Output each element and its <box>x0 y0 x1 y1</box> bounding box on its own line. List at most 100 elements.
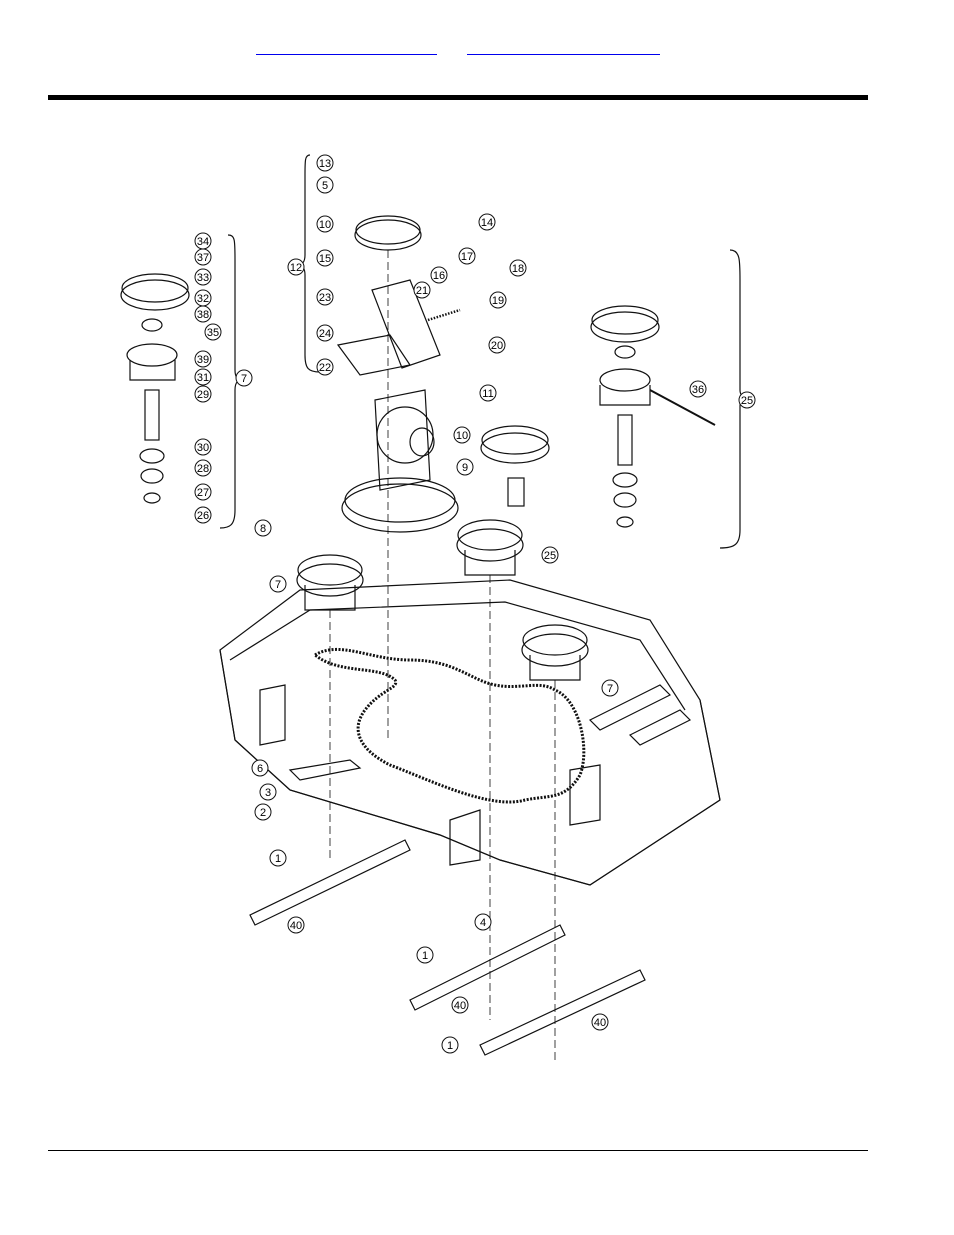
svg-text:15: 15 <box>319 253 331 265</box>
callout-1-center: 1 <box>417 947 433 963</box>
svg-text:40: 40 <box>290 920 302 932</box>
callout-19: 19 <box>490 292 506 308</box>
header-link-left[interactable] <box>256 42 437 55</box>
callout-18: 18 <box>510 260 526 276</box>
callout-35: 35 <box>205 324 221 340</box>
callout-7-deck: 7 <box>270 576 286 592</box>
callout-14: 14 <box>479 214 495 230</box>
svg-text:21: 21 <box>416 285 428 297</box>
callout-28: 28 <box>195 460 211 476</box>
callout-12: 12 <box>288 259 304 275</box>
svg-text:8: 8 <box>260 523 266 535</box>
svg-text:34: 34 <box>197 236 209 248</box>
callout-32: 32 <box>195 290 211 306</box>
svg-text:29: 29 <box>197 389 209 401</box>
callout-34: 34 <box>195 233 211 249</box>
diagram-svg: 1 1 1 2 3 4 5 6 7 7 7 8 9 10 10 11 12 13… <box>110 140 770 1080</box>
deck-linework <box>121 155 748 1060</box>
callout-21: 21 <box>414 282 430 298</box>
callout-33: 33 <box>195 269 211 285</box>
callout-10-right: 10 <box>454 427 470 443</box>
callout-11: 11 <box>480 385 496 401</box>
callout-5: 5 <box>317 177 333 193</box>
callout-6: 6 <box>252 760 268 776</box>
svg-text:3: 3 <box>265 787 271 799</box>
svg-text:37: 37 <box>197 252 209 264</box>
callout-26: 26 <box>195 507 211 523</box>
svg-text:40: 40 <box>594 1017 606 1029</box>
svg-text:28: 28 <box>197 463 209 475</box>
callout-20: 20 <box>489 337 505 353</box>
callout-29: 29 <box>195 386 211 402</box>
callout-2: 2 <box>255 804 271 820</box>
svg-text:24: 24 <box>319 328 331 340</box>
svg-text:2: 2 <box>260 807 266 819</box>
callout-37: 37 <box>195 249 211 265</box>
callout-17: 17 <box>459 248 475 264</box>
callout-39: 39 <box>195 351 211 367</box>
header-links <box>0 42 954 58</box>
callout-31: 31 <box>195 369 211 385</box>
svg-text:18: 18 <box>512 263 524 275</box>
svg-text:20: 20 <box>491 340 503 352</box>
svg-text:40: 40 <box>454 1000 466 1012</box>
callout-25-deck: 25 <box>542 547 558 563</box>
callout-9: 9 <box>457 459 473 475</box>
svg-text:23: 23 <box>319 292 331 304</box>
svg-text:6: 6 <box>257 763 263 775</box>
svg-text:39: 39 <box>197 354 209 366</box>
callout-16: 16 <box>431 267 447 283</box>
footer-rule <box>48 1150 868 1151</box>
svg-text:12: 12 <box>290 262 302 274</box>
callout-7-deck-right: 7 <box>602 680 618 696</box>
svg-text:1: 1 <box>447 1040 453 1052</box>
svg-text:33: 33 <box>197 272 209 284</box>
svg-text:1: 1 <box>422 950 428 962</box>
callout-1-right: 1 <box>442 1037 458 1053</box>
callout-23: 23 <box>317 289 333 305</box>
callout-24: 24 <box>317 325 333 341</box>
svg-text:36: 36 <box>692 384 704 396</box>
svg-text:5: 5 <box>322 180 328 192</box>
svg-text:11: 11 <box>482 388 493 400</box>
svg-text:31: 31 <box>197 372 209 384</box>
header-rule <box>48 95 868 100</box>
svg-text:25: 25 <box>544 550 556 562</box>
svg-text:25: 25 <box>741 395 753 407</box>
svg-text:4: 4 <box>480 917 486 929</box>
callout-30: 30 <box>195 439 211 455</box>
callout-36: 36 <box>690 381 706 397</box>
part-callouts: 1 1 1 2 3 4 5 6 7 7 7 8 9 10 10 11 12 13… <box>195 155 755 1053</box>
callout-27: 27 <box>195 484 211 500</box>
svg-text:27: 27 <box>197 487 209 499</box>
callout-10-top: 10 <box>317 216 333 232</box>
header-link-right[interactable] <box>467 42 660 55</box>
callout-15: 15 <box>317 250 333 266</box>
svg-text:16: 16 <box>433 270 445 282</box>
callout-1-left: 1 <box>270 850 286 866</box>
callout-3: 3 <box>260 784 276 800</box>
svg-text:7: 7 <box>607 683 613 695</box>
svg-text:10: 10 <box>319 219 331 231</box>
callout-4: 4 <box>475 914 491 930</box>
svg-text:13: 13 <box>319 158 331 170</box>
callout-7-left: 7 <box>236 370 252 386</box>
callout-22: 22 <box>317 359 333 375</box>
svg-text:35: 35 <box>207 327 219 339</box>
svg-text:17: 17 <box>461 251 473 263</box>
svg-text:19: 19 <box>492 295 504 307</box>
svg-text:7: 7 <box>275 579 281 591</box>
callout-40-right: 40 <box>592 1014 608 1030</box>
svg-text:10: 10 <box>456 430 468 442</box>
svg-text:30: 30 <box>197 442 209 454</box>
callout-40-center: 40 <box>452 997 468 1013</box>
callout-8: 8 <box>255 520 271 536</box>
callout-40-left: 40 <box>288 917 304 933</box>
svg-text:14: 14 <box>481 217 493 229</box>
callout-13: 13 <box>317 155 333 171</box>
svg-text:22: 22 <box>319 362 331 374</box>
svg-text:26: 26 <box>197 510 209 522</box>
svg-text:7: 7 <box>241 373 247 385</box>
callout-25-right: 25 <box>739 392 755 408</box>
svg-text:1: 1 <box>275 853 281 865</box>
